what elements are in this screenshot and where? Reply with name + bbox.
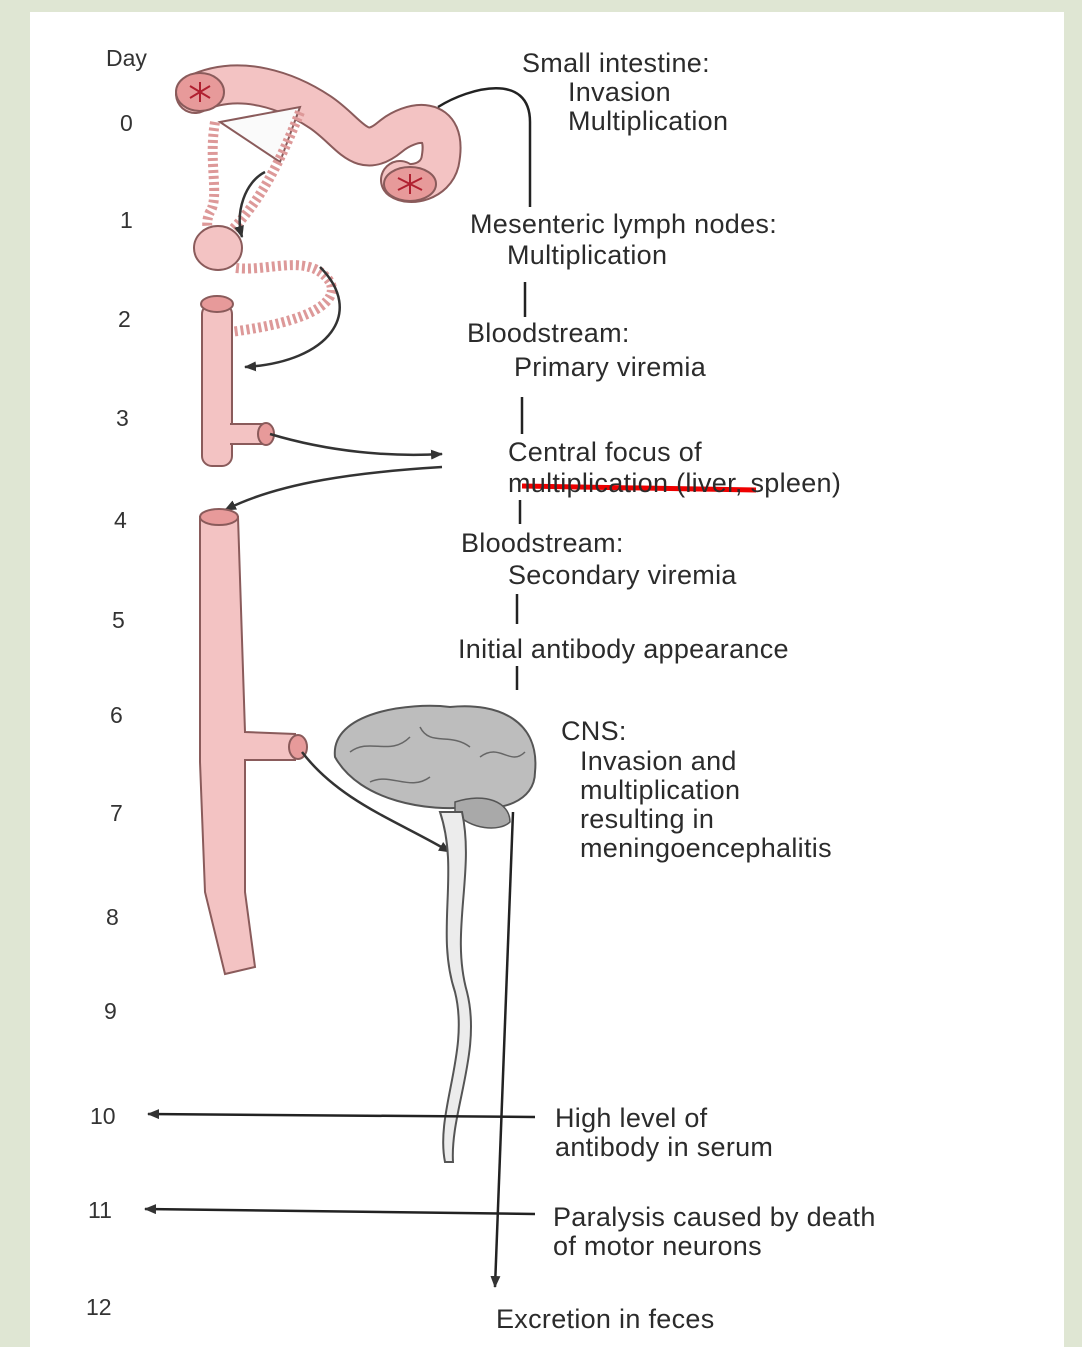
day-label-0: 0 [120, 110, 133, 136]
bloodstream-secondary-heading: Bloodstream: [461, 528, 624, 558]
central-focus-line-1: multiplication (liver, spleen) [508, 468, 841, 498]
cns-line-1: Invasion and [580, 747, 832, 776]
small-intestine-line-2: Multiplication [568, 107, 728, 136]
day-label-9: 9 [104, 998, 117, 1024]
cns-line-2: multiplication [580, 776, 832, 805]
mesenteric-heading: Mesenteric lymph nodes: [470, 209, 777, 239]
small-intestine-details: Invasion Multiplication [568, 78, 728, 136]
main-timeline-arrow [495, 812, 513, 1287]
high-antibody-line-2: antibody in serum [555, 1133, 773, 1162]
day-label-7: 7 [110, 800, 123, 826]
day-label-6: 6 [110, 702, 123, 728]
diagram-page: Day 0 1 2 3 4 5 6 7 8 9 10 11 12 Small i… [30, 12, 1064, 1347]
brain-spinal-cord-icon [335, 706, 536, 1162]
high-antibody-label: High level of antibody in serum [555, 1104, 773, 1162]
cns-heading: CNS: [561, 716, 627, 746]
cns-details: Invasion and multiplication resulting in… [580, 747, 832, 863]
day-axis-header: Day [106, 45, 147, 71]
day-label-8: 8 [106, 904, 119, 930]
small-intestine-heading: Small intestine: [522, 48, 710, 78]
mesenteric-line-1: Multiplication [507, 240, 667, 270]
paralysis-label: Paralysis caused by death of motor neuro… [553, 1203, 876, 1261]
paralysis-line-2: of motor neurons [553, 1232, 876, 1261]
antibody-arrow [148, 1114, 535, 1117]
bloodstream-secondary-line-1: Secondary viremia [508, 560, 737, 590]
initial-antibody-label: Initial antibody appearance [458, 634, 789, 664]
day-label-11: 11 [88, 1197, 112, 1223]
cns-line-4: meningoencephalitis [580, 834, 832, 863]
bloodstream-primary-line-1: Primary viremia [514, 352, 706, 382]
excretion-label: Excretion in feces [496, 1304, 715, 1334]
central-focus-heading: Central focus of [508, 437, 702, 467]
cns-line-3: resulting in [580, 805, 832, 834]
day-label-12: 12 [86, 1294, 112, 1320]
day-label-1: 1 [120, 207, 133, 233]
paralysis-arrow [145, 1209, 535, 1214]
small-intestine-line-1: Invasion [568, 78, 728, 107]
high-antibody-line-1: High level of [555, 1104, 773, 1133]
day-label-2: 2 [118, 306, 131, 332]
day-label-3: 3 [116, 405, 129, 431]
paralysis-line-1: Paralysis caused by death [553, 1203, 876, 1232]
bloodstream-primary-heading: Bloodstream: [467, 318, 630, 348]
day-label-5: 5 [112, 607, 125, 633]
day-label-4: 4 [114, 507, 127, 533]
day-label-10: 10 [90, 1103, 116, 1129]
